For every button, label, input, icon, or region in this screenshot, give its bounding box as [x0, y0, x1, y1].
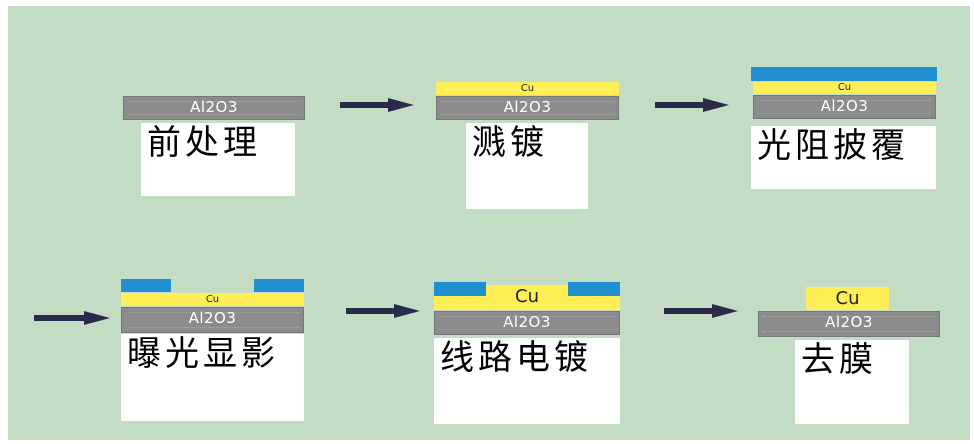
copper-layer: Cu	[121, 293, 304, 306]
substrate-layer: Al2O3	[758, 311, 940, 337]
copper-label-box: Cu	[486, 286, 568, 308]
photoresist-layer	[434, 282, 486, 296]
arrow-icon	[346, 304, 420, 318]
step-label: 光阻披覆	[751, 126, 936, 189]
photoresist-layer	[121, 279, 171, 292]
step-label: 去膜	[795, 340, 909, 424]
arrow-icon	[34, 311, 110, 325]
substrate-label: Al2O3	[188, 309, 237, 327]
copper-layer	[434, 296, 620, 310]
photoresist-layer	[568, 282, 620, 296]
copper-label: Cu	[520, 83, 535, 94]
copper-label: Cu	[515, 286, 539, 307]
arrow-icon	[340, 98, 414, 112]
step-label: 曝光显影	[121, 334, 304, 421]
photoresist-layer	[751, 67, 937, 81]
substrate-label: Al2O3	[503, 313, 551, 331]
substrate-label: Al2O3	[820, 97, 869, 115]
step-label: 线路电镀	[434, 338, 620, 424]
copper-layer	[486, 285, 568, 296]
substrate-label: Al2O3	[825, 313, 873, 331]
substrate-label: Al2O3	[190, 98, 238, 116]
step-label: 溅镀	[466, 123, 588, 209]
arrow-icon	[664, 304, 738, 318]
copper-label: Cu	[837, 82, 852, 93]
copper-label: Cu	[205, 294, 220, 305]
step-label: 前处理	[141, 123, 295, 196]
substrate-layer: Al2O3	[121, 307, 304, 333]
substrate-layer: Al2O3	[123, 96, 305, 120]
copper-layer: Cu	[806, 287, 889, 310]
photoresist-layer	[254, 279, 304, 292]
copper-layer: Cu	[436, 82, 619, 95]
copper-layer: Cu	[753, 82, 936, 94]
copper-label: Cu	[835, 288, 860, 309]
arrow-icon	[655, 98, 729, 112]
substrate-layer: Al2O3	[753, 95, 936, 119]
substrate-layer: Al2O3	[434, 311, 620, 335]
substrate-layer: Al2O3	[436, 96, 619, 120]
substrate-label: Al2O3	[503, 98, 552, 116]
